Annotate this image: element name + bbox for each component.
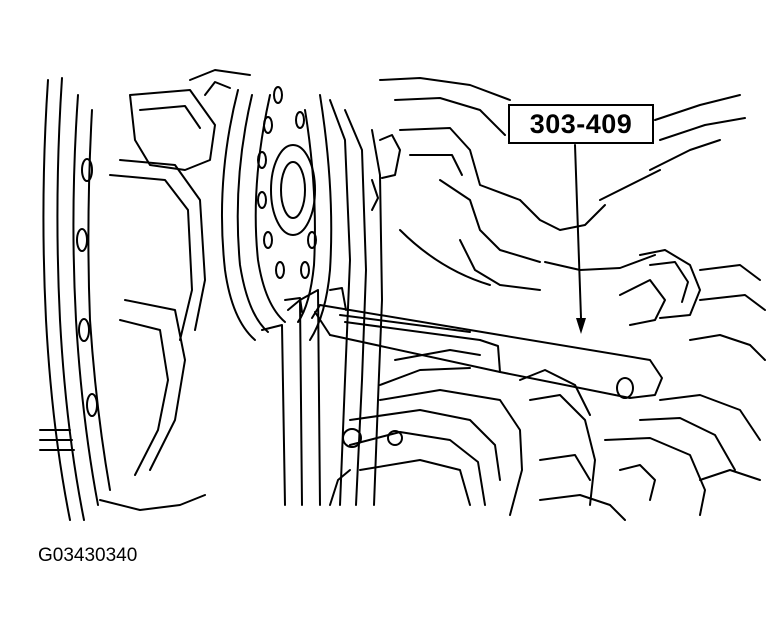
right-bracket [539, 249, 766, 521]
tool-number-callout: 303-409 [508, 104, 654, 144]
engine-block [379, 77, 746, 291]
upper-bracket [99, 69, 251, 511]
tool-number-label: 303-409 [529, 108, 633, 139]
callout-leader [574, 144, 586, 334]
lower-housing [342, 349, 596, 516]
figure-id-label: G03430340 [38, 545, 138, 566]
rim-bolt-holes [76, 158, 98, 417]
flywheel-rim [39, 77, 111, 521]
bell-housing-edge [261, 99, 401, 506]
special-tool-bar [284, 287, 663, 399]
flexplate [204, 81, 333, 341]
